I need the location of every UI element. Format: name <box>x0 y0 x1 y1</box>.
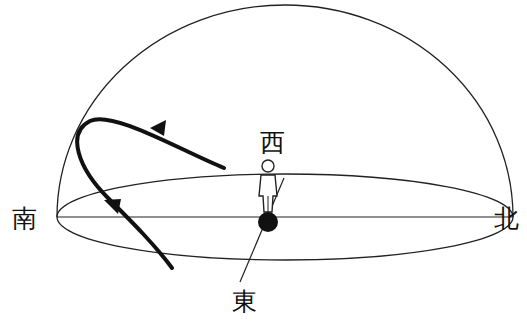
observer-figure <box>259 160 277 212</box>
path-arrowhead <box>150 120 166 136</box>
direction-label: 西 <box>260 130 285 155</box>
path-arrowhead <box>104 199 121 214</box>
sun-path <box>77 119 224 268</box>
celestial-dome <box>57 5 513 217</box>
direction-label: 北 <box>494 206 519 231</box>
observer-point <box>258 212 278 232</box>
direction-label: 南 <box>12 206 37 231</box>
direction-label: 東 <box>232 289 257 314</box>
